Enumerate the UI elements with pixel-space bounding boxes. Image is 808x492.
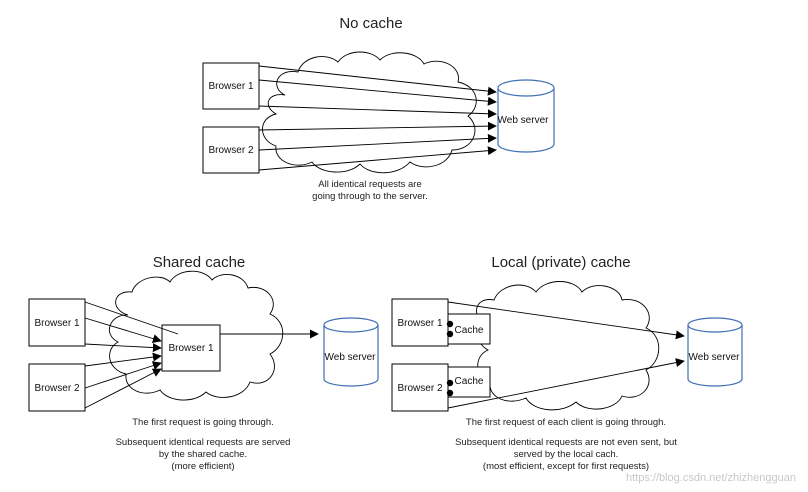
local-cache-caption-line: Subsequent identical requests are not ev… [455, 437, 677, 448]
browser-2-box [28, 363, 86, 412]
local-cache-1-box [447, 313, 491, 345]
web-server-cylinder [687, 317, 743, 387]
local-cache-2-label: Cache [455, 376, 484, 387]
network-cloud [262, 51, 477, 174]
local-cache-2-box [447, 366, 491, 398]
browser-1-box [202, 62, 260, 110]
connector-dot [446, 330, 454, 338]
connector-dot [446, 320, 454, 328]
request-arrow [84, 352, 162, 367]
shared-cache-caption-line: by the shared cache. [159, 449, 247, 460]
request-arrow [84, 361, 162, 389]
no-cache-caption-line: going through to the server. [312, 191, 428, 202]
web-server-label: Web server [498, 115, 550, 126]
no-cache-title: No cache [339, 15, 402, 32]
local-cache-1-label: Cache [455, 325, 484, 336]
shared-cache-section: Shared cache Browser 1 Browser 2 Browser… [28, 254, 379, 472]
local-cache-caption-line: The first request of each client is goin… [466, 417, 666, 428]
request-arrow [258, 65, 497, 96]
request-arrow [258, 105, 497, 119]
connector-dot [446, 379, 454, 387]
shared-cache-caption-line: The first request is going through. [132, 417, 274, 428]
browser-1-label: Browser 1 [208, 81, 253, 92]
local-cache-caption-line: (most efficient, except for first reques… [483, 461, 649, 472]
web-server-cylinder [497, 79, 555, 153]
local-cache-title: Local (private) cache [491, 254, 630, 271]
request-arrow [84, 317, 162, 343]
no-cache-section: No cache Browser 1 Browser 2 Web server … [202, 15, 555, 202]
browser-1-box [28, 298, 86, 347]
request-arrow [84, 301, 179, 335]
request-arrow [258, 133, 497, 151]
shared-cache-box [161, 324, 221, 372]
request-arrow [258, 146, 497, 171]
browser-1-box [391, 298, 449, 347]
network-cloud [476, 281, 660, 411]
shared-cache-caption-line: Subsequent identical requests are served [116, 437, 291, 448]
browser-2-box [202, 126, 260, 174]
browser-2-box [391, 363, 449, 412]
shared-cache-title: Shared cache [153, 254, 246, 271]
request-arrow [447, 358, 685, 409]
web-server-label: Web server [689, 352, 741, 363]
browser-2-label: Browser 2 [397, 383, 442, 394]
browser-2-label: Browser 2 [208, 145, 253, 156]
web-server-cylinder [323, 317, 379, 387]
no-cache-caption-line: All identical requests are [318, 179, 422, 190]
request-arrow [258, 121, 497, 131]
local-cache-caption-line: served by the local cach. [514, 449, 619, 460]
request-arrow [258, 79, 497, 106]
browser-1-label: Browser 1 [34, 318, 79, 329]
request-arrow [84, 343, 162, 353]
local-cache-section: Local (private) cache Browser 1 Browser … [391, 254, 743, 472]
request-arrow [84, 368, 162, 409]
connector-dot [446, 389, 454, 397]
shared-cache-caption-line: (more efficient) [171, 461, 234, 472]
request-arrow [447, 301, 685, 340]
browser-1-label: Browser 1 [397, 318, 442, 329]
shared-cache-label: Browser 1 [168, 343, 213, 354]
browser-2-label: Browser 2 [34, 383, 79, 394]
web-server-label: Web server [325, 352, 377, 363]
watermark: https://blog.csdn.net/zhizhengguan [626, 472, 796, 484]
